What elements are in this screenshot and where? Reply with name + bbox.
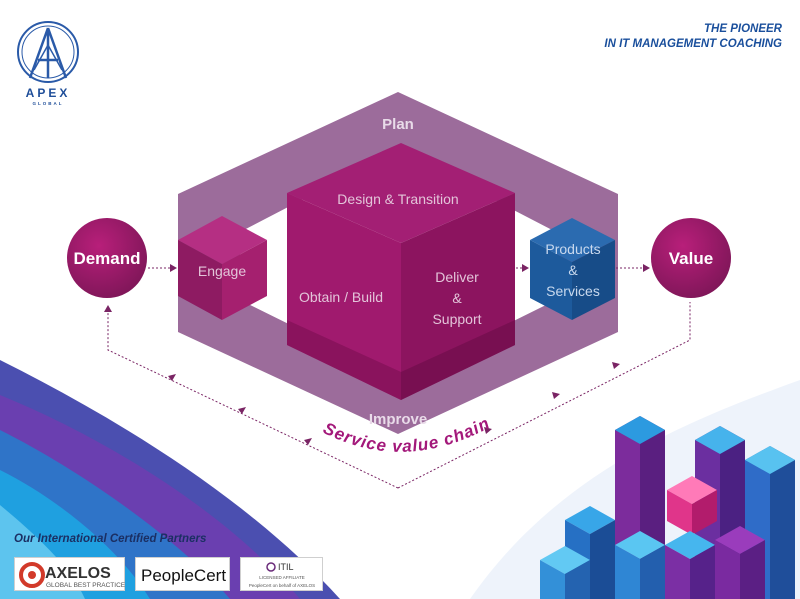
itil-logo: ITIL LICENSED AFFILIATE PeopleCert on be… — [240, 557, 323, 591]
demand-circle — [67, 218, 147, 298]
support-label: Support — [432, 311, 481, 327]
itil-icon — [266, 562, 276, 572]
brand-sub: GLOBAL — [32, 101, 64, 106]
chain-arrow-heads — [168, 362, 620, 445]
value-label: Value — [669, 249, 713, 268]
axelos-sub-text: GLOBAL BEST PRACTICE — [46, 582, 126, 589]
obtain-build-label: Obtain / Build — [299, 289, 383, 305]
itil-foot-text: PeopleCert on behalf of AXELOS — [249, 583, 315, 588]
axelos-mark-icon: AXELOS GLOBAL BEST PRACTICE — [19, 562, 126, 589]
brand-name: APEX — [25, 86, 71, 100]
value-circle — [651, 218, 731, 298]
improve-label: Improve — [369, 411, 427, 428]
partners-title: Our International Certified Partners — [14, 533, 207, 545]
tagline-line-2: IN IT MANAGEMENT COACHING — [604, 38, 782, 50]
products-amp-label: & — [568, 262, 578, 278]
central-cube — [287, 143, 515, 400]
engage-label: Engage — [198, 263, 246, 279]
itil-mark: ITIL LICENSED AFFILIATE PeopleCert on be… — [249, 562, 315, 588]
apex-logo-icon — [17, 21, 79, 83]
deliver-label: Deliver — [435, 269, 479, 285]
design-transition-label: Design & Transition — [337, 191, 458, 207]
itil-text: ITIL — [278, 562, 294, 572]
peoplecert-logo: PeopleCert — [135, 557, 230, 591]
tagline-line-1: THE PIONEER — [704, 23, 782, 35]
plan-label: Plan — [382, 116, 414, 133]
axelos-logo: AXELOS GLOBAL BEST PRACTICE — [14, 557, 126, 591]
services-label: Services — [546, 283, 600, 299]
axelos-text: AXELOS — [45, 565, 111, 582]
peoplecert-wordmark: PeopleCert — [141, 566, 226, 585]
peoplecert-text: PeopleCert — [141, 566, 226, 585]
decor-cubes-right — [470, 380, 800, 599]
flow-arrows — [104, 264, 691, 489]
plan-improve-band — [178, 92, 618, 434]
products-cube — [530, 218, 615, 320]
itil-sub-text: LICENSED AFFILIATE — [259, 575, 304, 580]
tagline: THE PIONEER IN IT MANAGEMENT COACHING — [604, 22, 782, 52]
products-label: Products — [545, 241, 600, 257]
engage-cube — [178, 216, 267, 320]
deliver-amp-label: & — [452, 290, 462, 306]
demand-label: Demand — [73, 249, 140, 268]
